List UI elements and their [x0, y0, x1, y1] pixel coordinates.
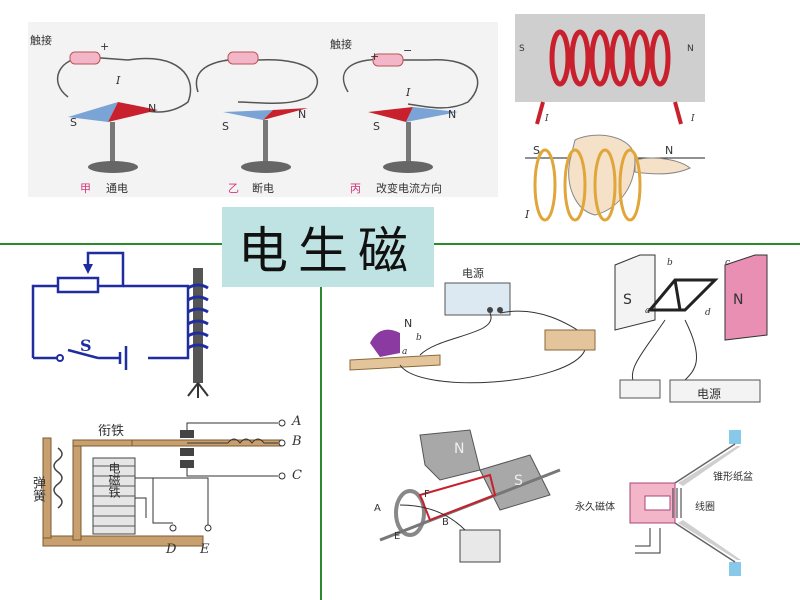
n-label-3: N	[448, 108, 457, 121]
power-box	[669, 379, 761, 403]
coil-magnet-svg	[614, 254, 768, 403]
cone-label: 锥形纸盆	[713, 472, 753, 483]
speaker-svg	[629, 430, 741, 576]
gen-f-label: F	[424, 489, 430, 500]
caption-jia-text: 通电	[106, 182, 128, 195]
coil-b-label: b	[667, 258, 673, 268]
speaker-diagram: 锥形纸盆 永久磁体 线圈	[575, 428, 775, 578]
battery-icon	[69, 51, 101, 65]
touch-label-3: 触接	[330, 38, 352, 51]
track-n-label: N	[404, 317, 413, 330]
s-label-2: S	[222, 120, 229, 133]
hand-icon	[568, 134, 636, 216]
solenoid-n-label: N	[687, 44, 694, 54]
spring-icon	[53, 447, 63, 509]
solenoid-current-2: I	[691, 114, 695, 124]
track-a-label: a	[402, 347, 408, 357]
electromagnet-circuit: S	[28, 248, 228, 398]
plus-label: +	[100, 40, 110, 53]
power-label: 电源	[462, 267, 484, 280]
generator-model: N S A E F B	[370, 425, 570, 575]
track-experiment: 电源 N b a	[340, 265, 600, 395]
track-b-label: b	[416, 333, 422, 343]
coil-s-label: S	[623, 292, 632, 308]
coil-c-label: c	[725, 258, 731, 268]
coil-a-label: a	[645, 306, 651, 316]
right-hand-rule: S N I	[515, 130, 715, 235]
oersted-yi	[195, 51, 319, 173]
gen-a-label: A	[374, 503, 381, 514]
hand-n-label: N	[665, 144, 674, 157]
coil-d-label: d	[705, 308, 711, 318]
caption-yi-mark: 乙	[228, 182, 239, 195]
relay-svg	[42, 419, 286, 547]
current-label-1: I	[116, 74, 121, 87]
touch-label-1: 触接	[30, 34, 52, 47]
magnet-s	[614, 254, 656, 331]
electromagnet-svg	[31, 251, 209, 398]
gen-b-label: B	[442, 517, 449, 528]
coil-magnet-experiment: S N b c a d 电源	[605, 250, 775, 410]
oersted-bing	[342, 53, 479, 173]
right-hand-svg	[525, 134, 705, 222]
caption-bing-text: 改变电流方向	[376, 182, 442, 195]
relay-diagram: 衔铁 弹簧 电磁铁 A B C D E	[28, 414, 318, 568]
compass-stand	[241, 161, 291, 173]
current-label-3: I	[406, 86, 411, 99]
minus-label-3: −	[403, 44, 413, 57]
coil-power-label: 电源	[697, 387, 722, 401]
iron-core	[193, 268, 203, 383]
vertical-divider	[320, 287, 322, 600]
armature-label: 衔铁	[98, 424, 125, 439]
battery-box	[459, 529, 501, 563]
terminal-d-label: D	[166, 542, 177, 557]
s-label-1: S	[70, 116, 77, 129]
track-svg	[349, 282, 596, 384]
gen-s-label: S	[514, 473, 523, 489]
gen-n-label: N	[454, 441, 465, 457]
switch-s-label: S	[80, 336, 92, 355]
solenoid-s-label: S	[519, 44, 525, 54]
gen-e-label: E	[394, 531, 401, 542]
terminal-a-label: A	[292, 414, 302, 429]
n-label-2: N	[298, 108, 307, 121]
plus-label-3: +	[370, 50, 380, 63]
compass-stand	[88, 161, 138, 173]
page-title: 电生磁	[238, 222, 418, 280]
magnet-label: 永久磁体	[575, 502, 615, 513]
horizontal-divider-right	[434, 243, 800, 245]
terminal-e-label: E	[200, 542, 210, 557]
coil-n-label: N	[733, 292, 744, 308]
switch-base	[544, 329, 596, 351]
solenoid-current-1: I	[545, 114, 549, 124]
terminal-b-label: B	[292, 434, 302, 449]
title-box: 电生磁	[222, 207, 434, 287]
generator-svg	[379, 429, 561, 563]
caption-jia-mark: 甲	[80, 182, 91, 195]
horizontal-divider	[0, 243, 222, 245]
oersted-jia	[57, 51, 192, 173]
caption-bing-mark: 丙	[350, 182, 361, 195]
terminal-c-label: C	[292, 468, 302, 483]
compass-needle-n	[108, 102, 158, 122]
caption-yi-text: 断电	[252, 182, 274, 195]
spring-label: 弹簧	[30, 476, 45, 502]
solenoid-photo: S N I I	[515, 14, 705, 125]
s-label-3: S	[373, 120, 380, 133]
n-label-1: N	[148, 102, 157, 115]
compass-needle-s	[68, 102, 118, 122]
solenoid-svg	[515, 14, 705, 125]
magnet-n-block	[419, 429, 481, 481]
oersted-experiment: 触接 + I S N S N 触接 + − I S N 甲 通电 乙 断电 丙 …	[28, 22, 498, 197]
coil-label: 线圈	[695, 502, 715, 513]
oersted-svg	[57, 51, 479, 173]
magnet-n	[724, 254, 768, 341]
core-label: 电磁铁	[107, 462, 121, 498]
hand-s-label: S	[533, 144, 540, 157]
hand-current-label: I	[525, 208, 530, 221]
